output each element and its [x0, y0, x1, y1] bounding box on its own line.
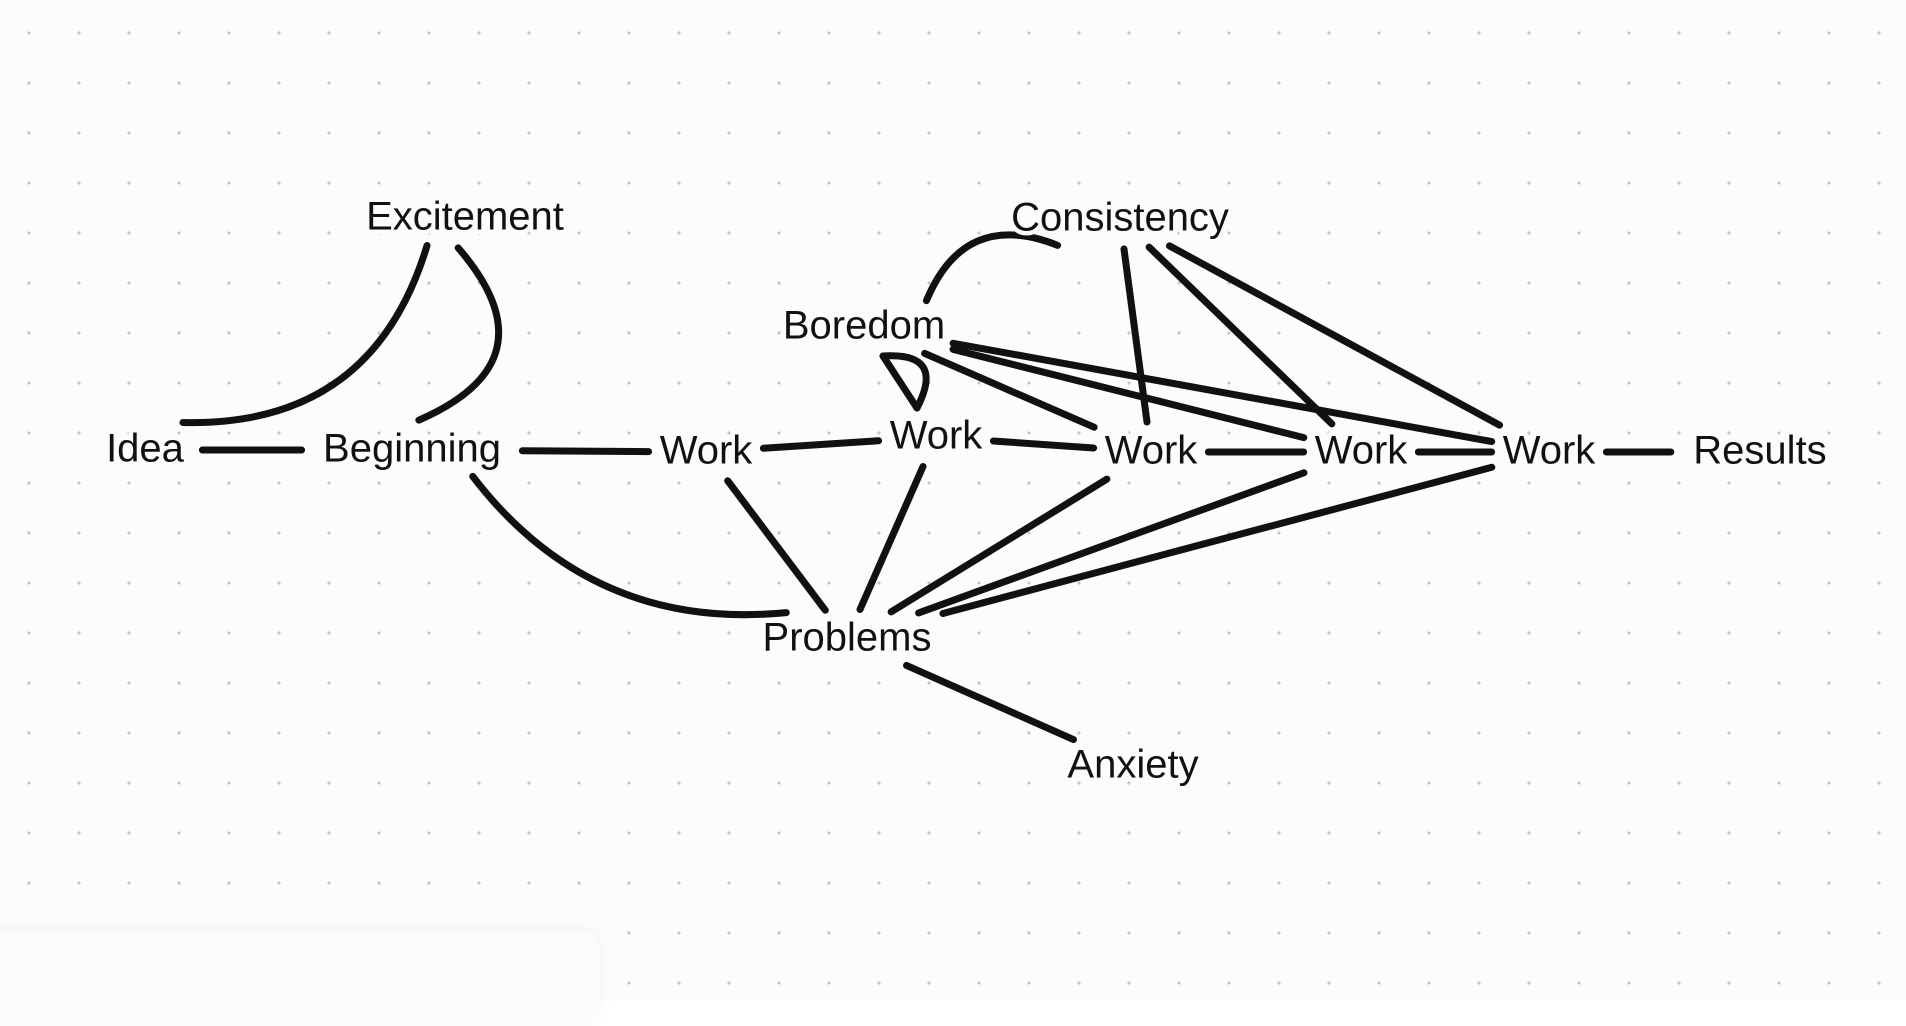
- node-label-work5: Work: [1503, 429, 1597, 473]
- node-label-anxiety: Anxiety: [1067, 743, 1198, 787]
- edge-boredom-to-work4[interactable]: [949, 345, 1308, 442]
- edge-boredom-to-consistency[interactable]: [922, 231, 1062, 305]
- edge-idea-to-excitement[interactable]: [179, 242, 431, 426]
- edge-work1-to-work2[interactable]: [759, 437, 883, 452]
- node-label-excitement: Excitement: [366, 195, 564, 239]
- bottom-toolbar-panel[interactable]: [0, 930, 600, 1026]
- edge-problems-to-work3[interactable]: [887, 475, 1111, 616]
- node-label-beginning: Beginning: [323, 427, 501, 471]
- edge-work1-to-problems[interactable]: [724, 477, 829, 614]
- edge-boredom-to-work3[interactable]: [921, 349, 1098, 431]
- edge-boredom-to-work5[interactable]: [949, 339, 1496, 446]
- edge-work2-to-boredom[interactable]: [879, 352, 930, 412]
- edge-problems-to-work5[interactable]: [939, 463, 1496, 617]
- edge-boredom-to-work2[interactable]: [879, 352, 921, 412]
- edge-consistency-to-work3[interactable]: [1120, 245, 1151, 426]
- node-label-boredom: Boredom: [783, 304, 945, 348]
- edge-work2-to-work3[interactable]: [989, 437, 1098, 452]
- node-label-work4: Work: [1315, 429, 1409, 473]
- node-label-work3: Work: [1105, 429, 1199, 473]
- node-label-work2: Work: [890, 414, 984, 458]
- edge-consistency-to-work4[interactable]: [1145, 243, 1336, 428]
- edge-consistency-to-work5[interactable]: [1165, 242, 1504, 429]
- node-label-idea: Idea: [106, 427, 185, 471]
- node-label-consistency: Consistency: [1011, 196, 1229, 240]
- edge-problems-to-work4[interactable]: [915, 469, 1308, 617]
- edge-problems-to-anxiety[interactable]: [903, 661, 1077, 744]
- node-label-results: Results: [1693, 429, 1826, 473]
- edges-layer: [179, 231, 1675, 744]
- edge-excitement-to-beginning[interactable]: [415, 244, 503, 424]
- edge-work2-to-problems[interactable]: [856, 462, 927, 614]
- node-label-problems: Problems: [763, 616, 932, 660]
- edge-beginning-to-work1[interactable]: [518, 447, 653, 456]
- node-label-work1: Work: [660, 429, 754, 473]
- edge-beginning-to-problems[interactable]: [469, 472, 790, 619]
